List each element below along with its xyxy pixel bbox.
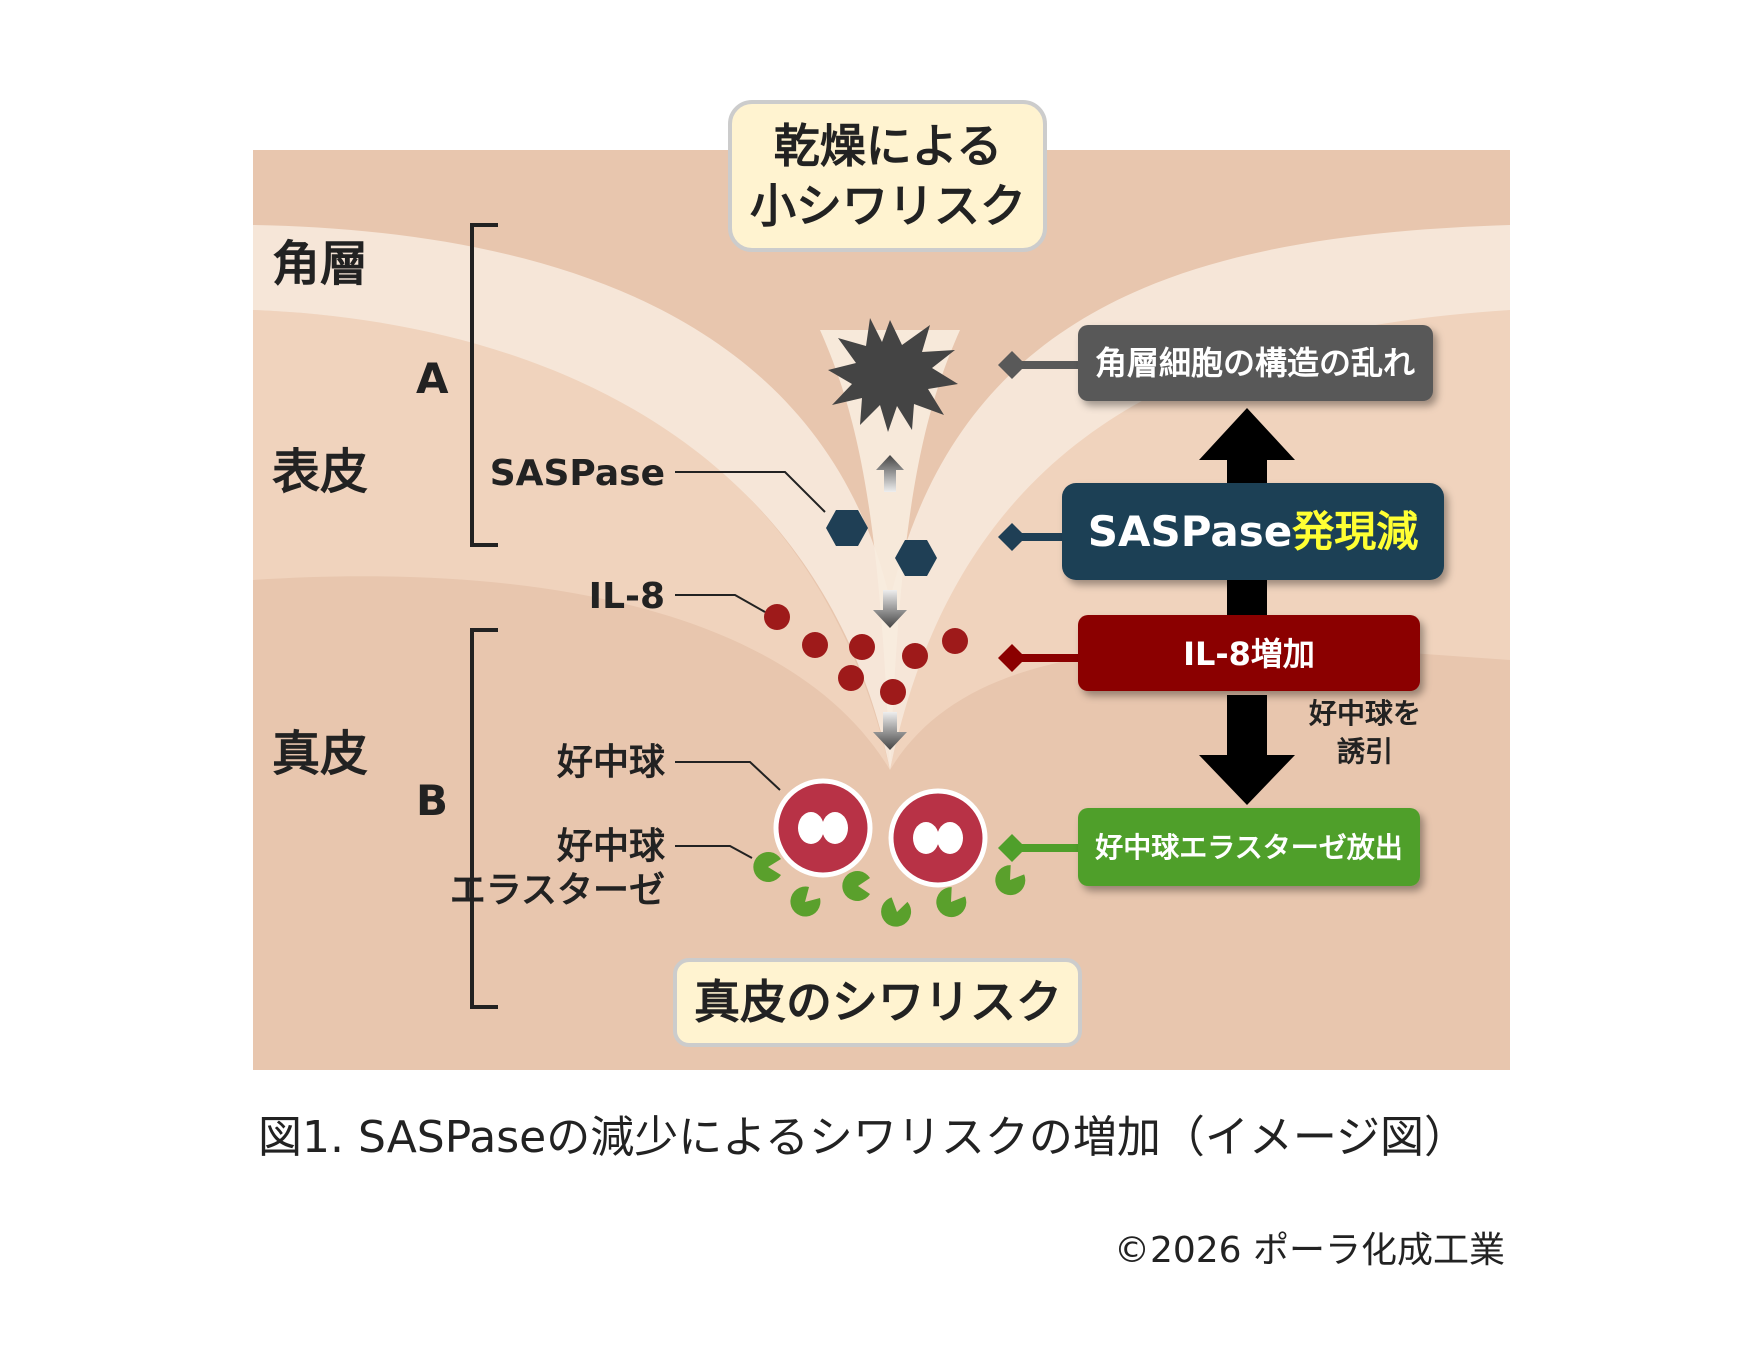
arrow-up-black <box>1199 408 1295 485</box>
neutrophil-cell-1 <box>773 778 873 878</box>
arrow-shaft-middle <box>1227 580 1267 615</box>
label-saspase: SASPase <box>490 453 665 494</box>
arrow-down-1 <box>873 590 907 628</box>
leader-elastase <box>675 845 753 859</box>
arrow-down-2 <box>873 712 907 750</box>
leader-saspase <box>675 471 826 513</box>
arrow-down-black <box>1199 695 1295 805</box>
box-saspase-decrease <box>1062 483 1444 580</box>
neutrophil-cell-2 <box>888 788 988 888</box>
il8-dot <box>880 679 906 705</box>
elastase-mark <box>936 887 967 918</box>
connectors <box>998 351 1078 862</box>
box-elastase-release <box>1078 808 1420 886</box>
il8-dot <box>838 665 864 691</box>
leader-neutrophil <box>675 761 781 791</box>
il8-dot <box>942 628 968 654</box>
label-elastase-1: 好中球 <box>556 826 666 867</box>
il8-molecules <box>764 604 968 705</box>
copyright: ©2026 ポーラ化成工業 <box>1114 1230 1505 1271</box>
layer-label-dermis: 真皮 <box>272 726 368 782</box>
il8-dot <box>902 643 928 669</box>
arrow-up-small <box>876 455 904 492</box>
label-il8: IL-8 <box>589 576 665 617</box>
saspase-word: SASPase <box>1088 507 1292 556</box>
diamond-icon <box>998 644 1026 672</box>
bottom-callout-label: 真皮のシワリスク <box>694 975 1062 1029</box>
diamond-icon <box>998 523 1026 551</box>
elastase-mark <box>842 871 870 902</box>
layer-label-corneum: 角層 <box>272 236 368 292</box>
elastase-mark <box>881 897 912 927</box>
label-elastase-2: エラスターゼ <box>450 870 665 911</box>
box-structure-disorder <box>1078 325 1433 401</box>
expression-decrease-word: 発現減 <box>1292 507 1418 556</box>
bracket-b <box>470 628 498 1009</box>
wrinkle-groove <box>820 330 960 770</box>
bottom-callout <box>673 958 1082 1047</box>
box-structure-disorder-label: 角層細胞の構造の乱れ <box>1095 344 1415 382</box>
title-line2: 小シワリスク <box>750 179 1026 233</box>
saspase-molecule-1 <box>826 510 868 546</box>
diamond-icon <box>998 834 1026 862</box>
il8-dot <box>849 634 875 660</box>
induce-note-2: 誘引 <box>1337 735 1393 768</box>
box-saspase-decrease-label: SASPase発現減 <box>1088 507 1419 556</box>
title-line1: 乾燥による <box>774 119 1003 173</box>
box-elastase-release-label: 好中球エラスターゼ放出 <box>1094 831 1402 864</box>
diamond-icon <box>998 351 1026 379</box>
induce-note-1: 好中球を <box>1308 697 1421 730</box>
saspase-molecule-2 <box>895 540 937 576</box>
elastase-marks <box>753 852 1026 927</box>
elastase-mark <box>753 852 781 882</box>
structure-disorder-starburst <box>828 318 958 432</box>
title-callout <box>728 100 1047 252</box>
leader-il8 <box>675 594 766 613</box>
il8-dot <box>802 632 828 658</box>
bracket-a-label: A <box>416 354 449 403</box>
bracket-b-label: B <box>416 776 448 825</box>
box-il8-increase-label: IL-8増加 <box>1183 635 1315 673</box>
elastase-mark <box>995 865 1026 896</box>
figure-caption: 図1. SASPaseの減少によるシワリスクの増加（イメージ図） <box>258 1112 1468 1163</box>
box-il8-increase <box>1078 615 1420 691</box>
elastase-mark <box>790 886 821 917</box>
layer-label-epidermis: 表皮 <box>272 444 368 500</box>
il8-dot <box>764 604 790 630</box>
epidermis-layer <box>253 300 1510 770</box>
label-neutrophil: 好中球 <box>556 742 666 783</box>
bracket-a <box>470 223 498 547</box>
